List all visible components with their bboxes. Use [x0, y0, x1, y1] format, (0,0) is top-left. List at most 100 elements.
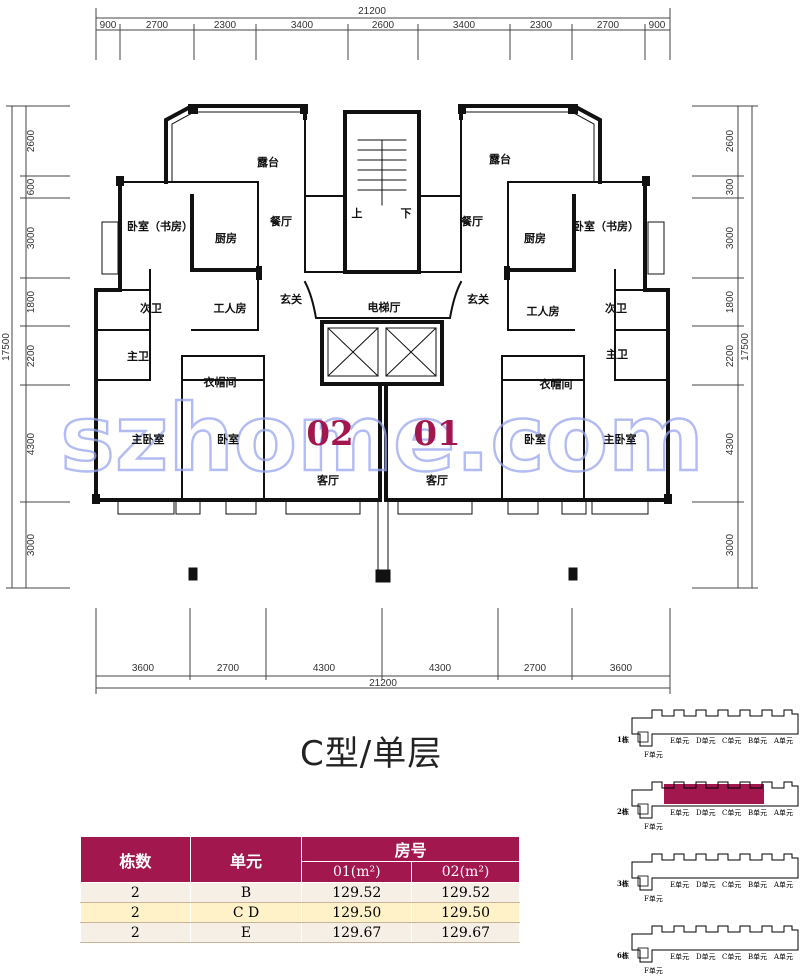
- floor-plan: 21200 900 2700 2300 3400 2600 3400 2300 …: [1, 6, 758, 694]
- label-foyer-left: 玄关: [280, 292, 302, 306]
- key-highlight: [664, 784, 764, 804]
- th-building: 栋数: [80, 836, 191, 883]
- table-row: 2 C D 129.50 129.50: [80, 902, 520, 923]
- cell-unit: E: [189, 922, 303, 943]
- label-second-bath-right: 次卫: [605, 301, 627, 315]
- label-cloakroom-left: 衣帽间: [204, 375, 237, 389]
- right-dim-2: 300: [725, 178, 736, 195]
- top-dim-9: 900: [649, 20, 666, 31]
- label-second-bath-left: 次卫: [140, 301, 162, 315]
- left-dim-4: 1800: [26, 290, 37, 313]
- key-unit-e: E单元: [670, 808, 689, 817]
- table-row: 2 B 129.52 129.52: [80, 882, 520, 903]
- left-dimension-line: [6, 105, 70, 589]
- key-plan-1: 1栋 E单元 D单元 C单元 B单元 A单元 F单元: [617, 709, 799, 759]
- key-unit-b: B单元: [748, 952, 767, 961]
- top-dim-5: 2600: [372, 20, 395, 31]
- label-master-bedroom-left: 主卧室: [132, 432, 165, 446]
- cell-area-02: 129.50: [411, 902, 520, 923]
- th-area-02: 02(m²): [411, 861, 520, 883]
- cell-area-02: 129.67: [411, 922, 520, 943]
- top-total-width: 21200: [358, 6, 386, 17]
- label-master-bath-left: 主卫: [127, 349, 149, 363]
- key-unit-a: A单元: [773, 736, 793, 745]
- bottom-dims: 3600 2700 4300 4300 2700 3600 21200: [132, 663, 633, 689]
- label-dining-left: 餐厅: [269, 214, 292, 228]
- right-dim-1: 2600: [725, 129, 736, 152]
- bottom-total-width: 21200: [369, 678, 397, 689]
- label-kitchen-right: 厨房: [524, 231, 546, 245]
- key-unit-b: B单元: [748, 880, 767, 889]
- key-plan-1-building: 1栋: [617, 735, 629, 744]
- top-dim-7: 2300: [530, 20, 553, 31]
- cell-area-01: 129.52: [301, 882, 413, 903]
- right-dim-4: 1800: [725, 290, 736, 313]
- cell-area-02: 129.52: [411, 882, 520, 903]
- key-plans: 1栋 E单元 D单元 C单元 B单元 A单元 F单元 2栋 E单元 D单元 C单…: [617, 709, 799, 975]
- key-unit-f: F单元: [644, 750, 663, 759]
- key-unit-c: C单元: [722, 880, 741, 889]
- label-dining-right: 餐厅: [460, 214, 483, 228]
- bottom-dim-5: 2700: [524, 663, 547, 674]
- watermark: szhome.com: [60, 385, 704, 492]
- cell-building: 2: [80, 922, 191, 943]
- left-dims: 17500 2600 600 3000 1800 2200 4300 3000: [1, 129, 37, 556]
- right-dim-6: 4300: [725, 432, 736, 455]
- top-dim-4: 3400: [291, 20, 314, 31]
- key-unit-d: D单元: [696, 880, 716, 889]
- label-living-left: 客厅: [316, 473, 339, 487]
- label-stair-down: 下: [401, 207, 412, 220]
- cell-area-01: 129.67: [301, 922, 413, 943]
- th-room: 房号: [301, 836, 520, 862]
- label-balcony-right: 露台: [489, 152, 511, 166]
- room-labels-left: 露台 餐厅 卧室（书房） 厨房 次卫 工人房 玄关 主卫 衣帽间 主卧室 卧室 …: [127, 155, 339, 487]
- left-dim-1: 2600: [26, 129, 37, 152]
- top-dim-6: 3400: [453, 20, 476, 31]
- label-master-bath-right: 主卫: [606, 347, 628, 361]
- label-kitchen-left: 厨房: [215, 231, 237, 245]
- label-foyer-right: 玄关: [467, 292, 489, 306]
- left-total-height: 17500: [1, 333, 12, 361]
- bottom-dimension-line: [95, 608, 671, 694]
- label-living-right: 客厅: [425, 473, 448, 487]
- label-maid-room-right: 工人房: [527, 304, 560, 318]
- label-lift-hall: 电梯厅: [368, 300, 401, 314]
- key-plan-2: 2栋 E单元 D单元 C单元 B单元 A单元 F单元: [617, 781, 799, 831]
- label-master-bedroom-right: 主卧室: [604, 432, 637, 446]
- key-unit-c: C单元: [722, 808, 741, 817]
- right-total-height: 17500: [740, 333, 751, 361]
- right-dim-7: 3000: [725, 533, 736, 556]
- cell-unit: C D: [189, 902, 303, 923]
- key-unit-c: C单元: [722, 736, 741, 745]
- bottom-dim-4: 4300: [429, 663, 452, 674]
- left-dim-5: 2200: [26, 344, 37, 367]
- right-dim-5: 2200: [725, 344, 736, 367]
- left-dim-7: 3000: [26, 533, 37, 556]
- bottom-dim-3: 4300: [313, 663, 336, 674]
- key-plan-3: 3栋 E单元 D单元 C单元 B单元 A单元 F单元: [617, 853, 799, 903]
- right-dimension-line: [692, 105, 758, 589]
- top-dim-2: 2700: [146, 20, 169, 31]
- label-bedroom-left: 卧室: [217, 432, 239, 446]
- key-unit-b: B单元: [748, 808, 767, 817]
- key-unit-e: E单元: [670, 952, 689, 961]
- label-bedroom-study-right: 卧室（书房）: [573, 219, 639, 233]
- label-balcony-left: 露台: [257, 155, 279, 169]
- top-dimension-line: [95, 8, 671, 60]
- key-plan-3-building: 3栋: [617, 879, 629, 888]
- key-unit-a: A单元: [773, 808, 793, 817]
- top-dim-3: 2300: [214, 20, 237, 31]
- key-plan-6-building: 6栋: [617, 951, 629, 960]
- left-dim-6: 4300: [26, 432, 37, 455]
- key-unit-b: B单元: [748, 736, 767, 745]
- label-maid-room-left: 工人房: [214, 301, 247, 315]
- key-unit-e: E单元: [670, 880, 689, 889]
- key-plan-2-building: 2栋: [617, 807, 629, 816]
- bottom-dim-2: 2700: [217, 663, 240, 674]
- table-row: 2 E 129.67 129.67: [80, 922, 520, 943]
- top-dim-1: 900: [100, 20, 117, 31]
- left-dim-2: 600: [26, 178, 37, 195]
- area-table: 栋数 单元 房号 01(m²) 02(m²) 2 B 129.52 129.52…: [80, 836, 520, 943]
- th-unit: 单元: [189, 836, 303, 883]
- room-labels-right: 露台 餐厅 卧室（书房） 厨房 次卫 工人房 玄关 主卫 衣帽间 主卧室 卧室 …: [425, 152, 639, 487]
